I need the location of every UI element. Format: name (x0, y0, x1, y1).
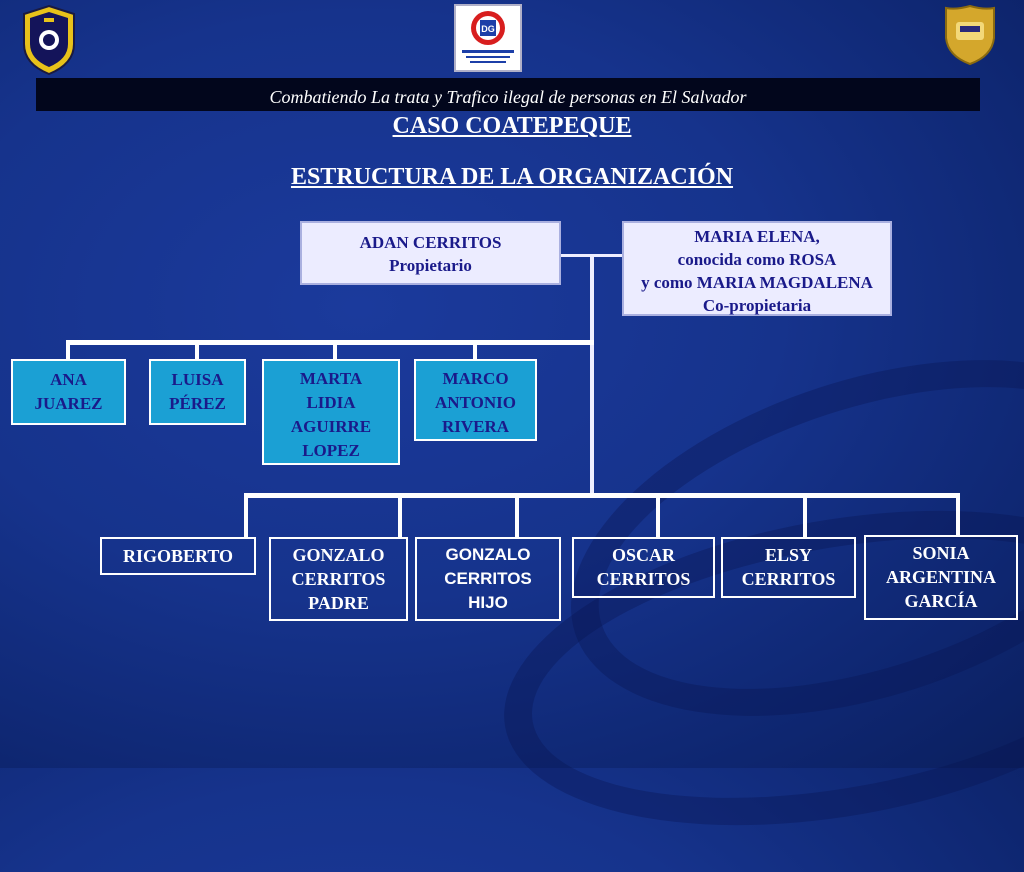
dgme-logo-icon: DG (454, 4, 522, 72)
member-box-ana-juarez: ANA JUAREZ (11, 359, 126, 425)
member-box-gonzalo-hijo: GONZALO CERRITOS HIJO (415, 537, 561, 621)
node-line: GONZALO (292, 545, 385, 565)
middle-drop-3 (333, 340, 337, 360)
slogan-banner: Combatiendo La trata y Trafico ilegal de… (36, 78, 980, 111)
trunk-line (590, 254, 594, 496)
node-line: PADRE (308, 593, 369, 613)
page-title: CASO COATEPEQUE (392, 113, 632, 139)
bottom-drop-2 (398, 493, 402, 537)
bottom-drop-1 (244, 493, 248, 537)
bottom-drop-3 (515, 493, 519, 537)
node-line: ELSY (764, 545, 813, 565)
member-box-gonzalo-padre: GONZALO CERRITOS PADRE (269, 537, 408, 621)
bottom-drop-5 (803, 493, 807, 537)
middle-drop-4 (473, 340, 477, 360)
node-line: GONZALO (445, 545, 531, 564)
bottom-drop-6 (956, 493, 960, 537)
node-line: y como MARIA MAGDALENA (641, 273, 873, 292)
node-line: RIGOBERTO (122, 546, 234, 566)
node-line: AGUIRRE (290, 417, 372, 436)
node-line: LIDIA (306, 393, 356, 412)
node-line: Propietario (389, 256, 472, 275)
node-line: CERRITOS (291, 569, 386, 589)
node-line: ANA (50, 370, 87, 389)
bottom-branch-bar (244, 493, 960, 498)
node-line: MARCO (442, 369, 509, 388)
member-box-luisa-perez: LUISA PÉREZ (149, 359, 246, 425)
member-box-oscar-cerritos: OSCAR CERRITOS (572, 537, 715, 598)
node-line: LOPEZ (302, 441, 360, 460)
member-box-marta-lidia: MARTA LIDIA AGUIRRE LOPEZ (262, 359, 400, 465)
node-line: GARCÍA (904, 591, 978, 611)
node-line: MARTA (299, 369, 363, 388)
node-line: OSCAR (611, 545, 675, 565)
connector-lines (66, 254, 960, 537)
node-line: LUISA (171, 370, 224, 389)
policia-badge-icon (20, 4, 78, 76)
middle-drop-1 (66, 340, 70, 360)
member-box-sonia-argentina: SONIA ARGENTINA GARCÍA (864, 535, 1018, 620)
node-line: Co-propietaria (702, 296, 812, 315)
member-box-rigoberto: RIGOBERTO (100, 537, 256, 575)
gold-shield-badge-icon (944, 4, 996, 66)
middle-drop-2 (195, 340, 199, 360)
node-line: SONIA (912, 543, 970, 563)
node-line: ARGENTINA (885, 567, 996, 587)
node-line: MARIA ELENA, (694, 227, 820, 246)
node-line: HIJO (468, 593, 508, 612)
node-line: conocida como ROSA (677, 250, 837, 269)
node-line: PÉREZ (169, 394, 226, 413)
owner-box-adan: ADAN CERRITOS Propietario (300, 221, 561, 285)
bottom-drop-4 (656, 493, 660, 537)
node-line: RIVERA (441, 417, 510, 436)
node-line: CERRITOS (444, 569, 532, 588)
member-box-elsy-cerritos: ELSY CERRITOS (721, 537, 856, 598)
node-line: ADAN CERRITOS (359, 233, 502, 252)
member-box-marco-antonio: MARCO ANTONIO RIVERA (414, 359, 537, 441)
node-line: ANTONIO (435, 393, 516, 412)
svg-text:DG: DG (481, 24, 495, 34)
page-subtitle: ESTRUCTURA DE LA ORGANIZACIÓN (290, 164, 734, 190)
owner-box-maria-elena: MARIA ELENA, conocida como ROSA y como M… (622, 221, 892, 316)
middle-branch-bar (66, 340, 594, 345)
node-line: CERRITOS (741, 569, 836, 589)
node-line: JUAREZ (34, 394, 103, 413)
node-line: CERRITOS (596, 569, 691, 589)
